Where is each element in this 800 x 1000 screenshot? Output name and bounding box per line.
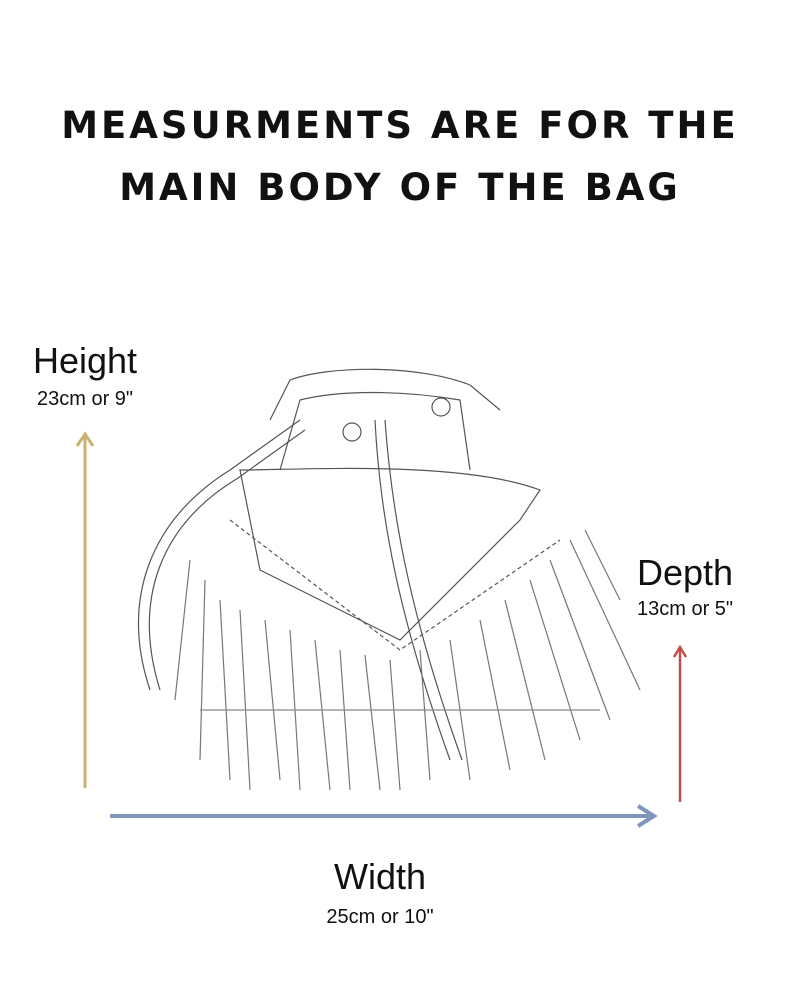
width-value: 25cm or 10" bbox=[326, 906, 434, 928]
height-label: Height bbox=[32, 340, 138, 381]
height-arrow bbox=[75, 431, 95, 788]
height-label-group: Height 23cm or 9" bbox=[0, 340, 170, 411]
bag-sketch bbox=[138, 368, 641, 791]
width-arrow bbox=[110, 804, 658, 828]
page-title: MEASURMENTS ARE FOR THE MAIN BODY OF THE… bbox=[0, 95, 800, 219]
width-label-group: Width 25cm or 10" bbox=[280, 856, 480, 929]
title-line-2: MAIN BODY OF THE BAG bbox=[119, 166, 681, 209]
height-value: 23cm or 9" bbox=[36, 388, 134, 410]
depth-label: Depth bbox=[636, 552, 734, 593]
depth-value: 13cm or 5" bbox=[636, 598, 734, 620]
title-line-1: MEASURMENTS ARE FOR THE bbox=[61, 104, 739, 147]
width-label: Width bbox=[333, 856, 427, 897]
depth-label-group: Depth 13cm or 5" bbox=[600, 552, 770, 621]
depth-arrow bbox=[672, 644, 688, 802]
